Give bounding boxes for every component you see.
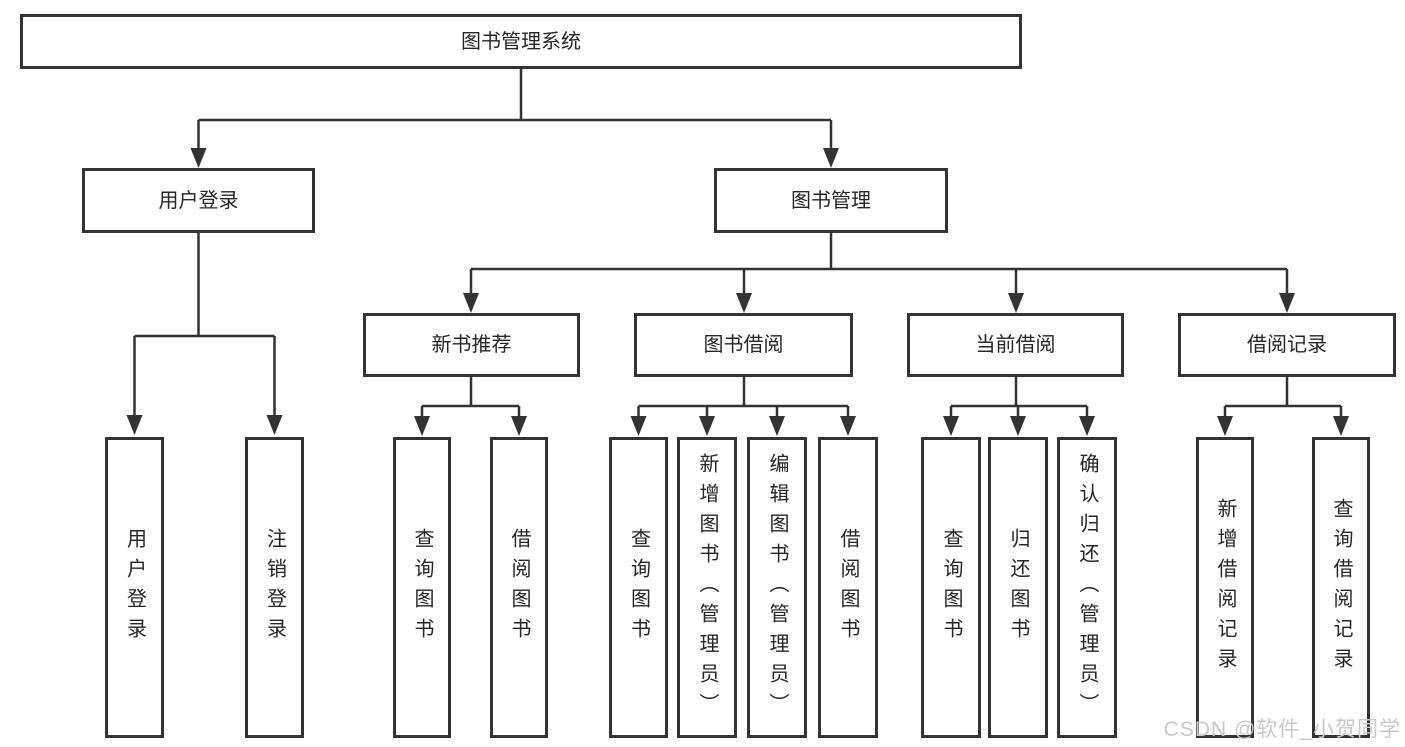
node-leaf-query-books-2: 查询图书 [609,437,668,738]
node-leaf-confirm-return-admin: 确认归还（管理员） [1057,437,1117,738]
node-current-borrowing: 当前借阅 [907,313,1124,377]
node-root-system: 图书管理系统 [20,14,1022,69]
node-leaf-return-books: 归还图书 [988,437,1048,738]
node-new-book-recommend: 新书推荐 [363,313,580,377]
node-leaf-query-books-3: 查询图书 [921,437,981,738]
node-leaf-borrow-books-2: 借阅图书 [818,437,878,738]
node-leaf-edit-books-admin: 编辑图书（管理员） [747,437,807,738]
csdn-watermark: CSDN @软件_小贺同学 [1163,718,1401,741]
node-leaf-logout: 注销登录 [245,437,304,738]
node-leaf-user-login: 用户登录 [105,437,164,738]
node-book-borrowing: 图书借阅 [634,313,853,377]
node-user-login: 用户登录 [82,168,315,233]
node-book-management: 图书管理 [714,168,948,233]
node-leaf-borrow-books-1: 借阅图书 [490,437,548,738]
node-borrowing-records: 借阅记录 [1178,313,1396,377]
node-leaf-add-books-admin: 新增图书（管理员） [677,437,737,738]
node-leaf-add-borrow-record: 新增借阅记录 [1196,437,1254,738]
node-leaf-query-books-1: 查询图书 [393,437,451,738]
node-leaf-query-borrow-record: 查询借阅记录 [1312,437,1370,738]
